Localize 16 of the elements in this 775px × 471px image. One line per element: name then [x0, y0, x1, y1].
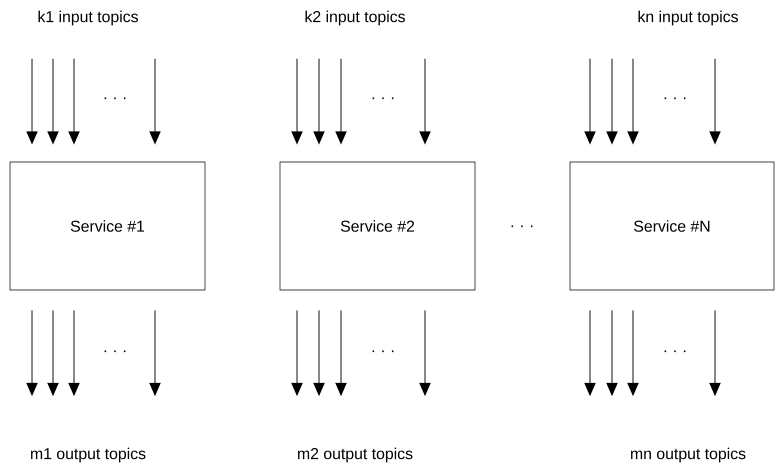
ellipsis: · · · — [372, 97, 394, 100]
ellipsis: · · · — [372, 350, 394, 352]
topic-label: k2 input topics — [306, 10, 405, 26]
topic-label: m1 output topics — [31, 448, 146, 462]
service-box: Service #1 — [10, 162, 206, 290]
ellipsis: · · · — [104, 350, 126, 352]
ellipsis: · · · — [512, 225, 532, 228]
topic-label: mn output topics — [631, 448, 746, 462]
topic-label: kn input topics — [638, 10, 738, 26]
ellipsis: · · · — [104, 97, 126, 100]
ellipsis: · · · — [664, 97, 686, 100]
ellipsis: · · · — [664, 350, 686, 352]
service-box: Service #N — [570, 162, 774, 290]
topic-label: k1 input topics — [38, 10, 138, 26]
topic-label: m2 output topics — [298, 448, 412, 462]
service-box: Service #2 — [280, 162, 476, 290]
